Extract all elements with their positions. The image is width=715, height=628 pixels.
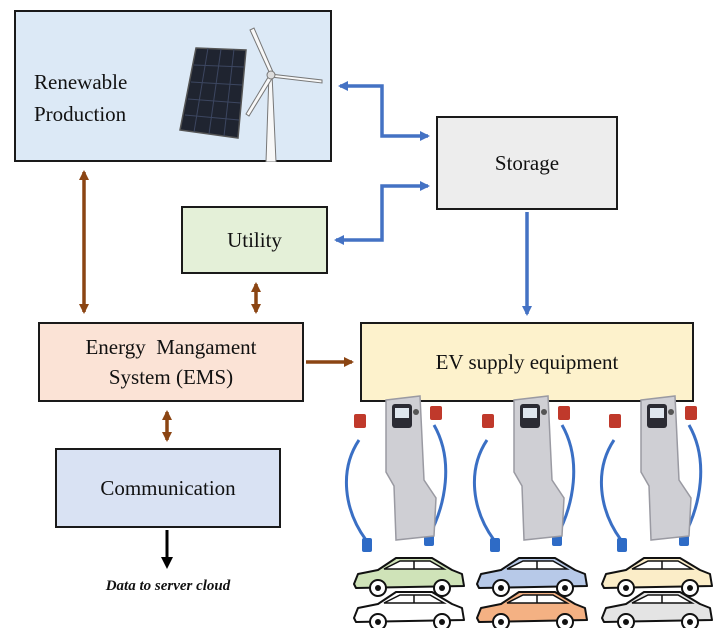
ems-label-line2: System (EMS) <box>108 365 234 389</box>
ev-supply-equipment-box: EV supply equipment <box>360 322 694 402</box>
communication-label: Communication <box>100 475 236 500</box>
renewable-production-box: Renewable Production <box>14 10 332 162</box>
ems-box: Energy Mangament System (EMS) <box>38 322 304 402</box>
utility-box: Utility <box>181 206 328 274</box>
ev-charger-icon <box>599 395 703 552</box>
ems-label-line1: Energy Mangament <box>85 335 257 359</box>
ev-car-icon <box>601 591 713 628</box>
solar-wind-icon <box>179 27 323 162</box>
data-to-server-cloud-label: Data to server cloud <box>105 578 231 594</box>
arrow-utility-storage <box>334 181 430 245</box>
ev-car-icon <box>353 591 465 628</box>
wind-turbine-icon <box>245 27 323 162</box>
ev-charger-icon <box>344 395 448 552</box>
renewable-label-line2: Production <box>34 102 127 126</box>
ev-charger-icon <box>472 395 576 552</box>
renewable-production-label: Renewable Production <box>34 66 127 130</box>
arrow-renewable-storage <box>338 81 430 141</box>
communication-box: Communication <box>55 448 281 528</box>
ev-car-icon <box>476 591 588 628</box>
ev-car-icon <box>601 557 713 597</box>
ev-car-icon <box>353 557 465 597</box>
storage-box: Storage <box>436 116 618 210</box>
solar-panel-icon <box>179 47 247 139</box>
renewable-label-line1: Renewable <box>34 70 128 94</box>
utility-label: Utility <box>227 227 282 252</box>
ev-car-icon <box>476 557 588 597</box>
storage-label: Storage <box>494 150 560 175</box>
ev-supply-equipment-label: EV supply equipment <box>435 349 619 374</box>
